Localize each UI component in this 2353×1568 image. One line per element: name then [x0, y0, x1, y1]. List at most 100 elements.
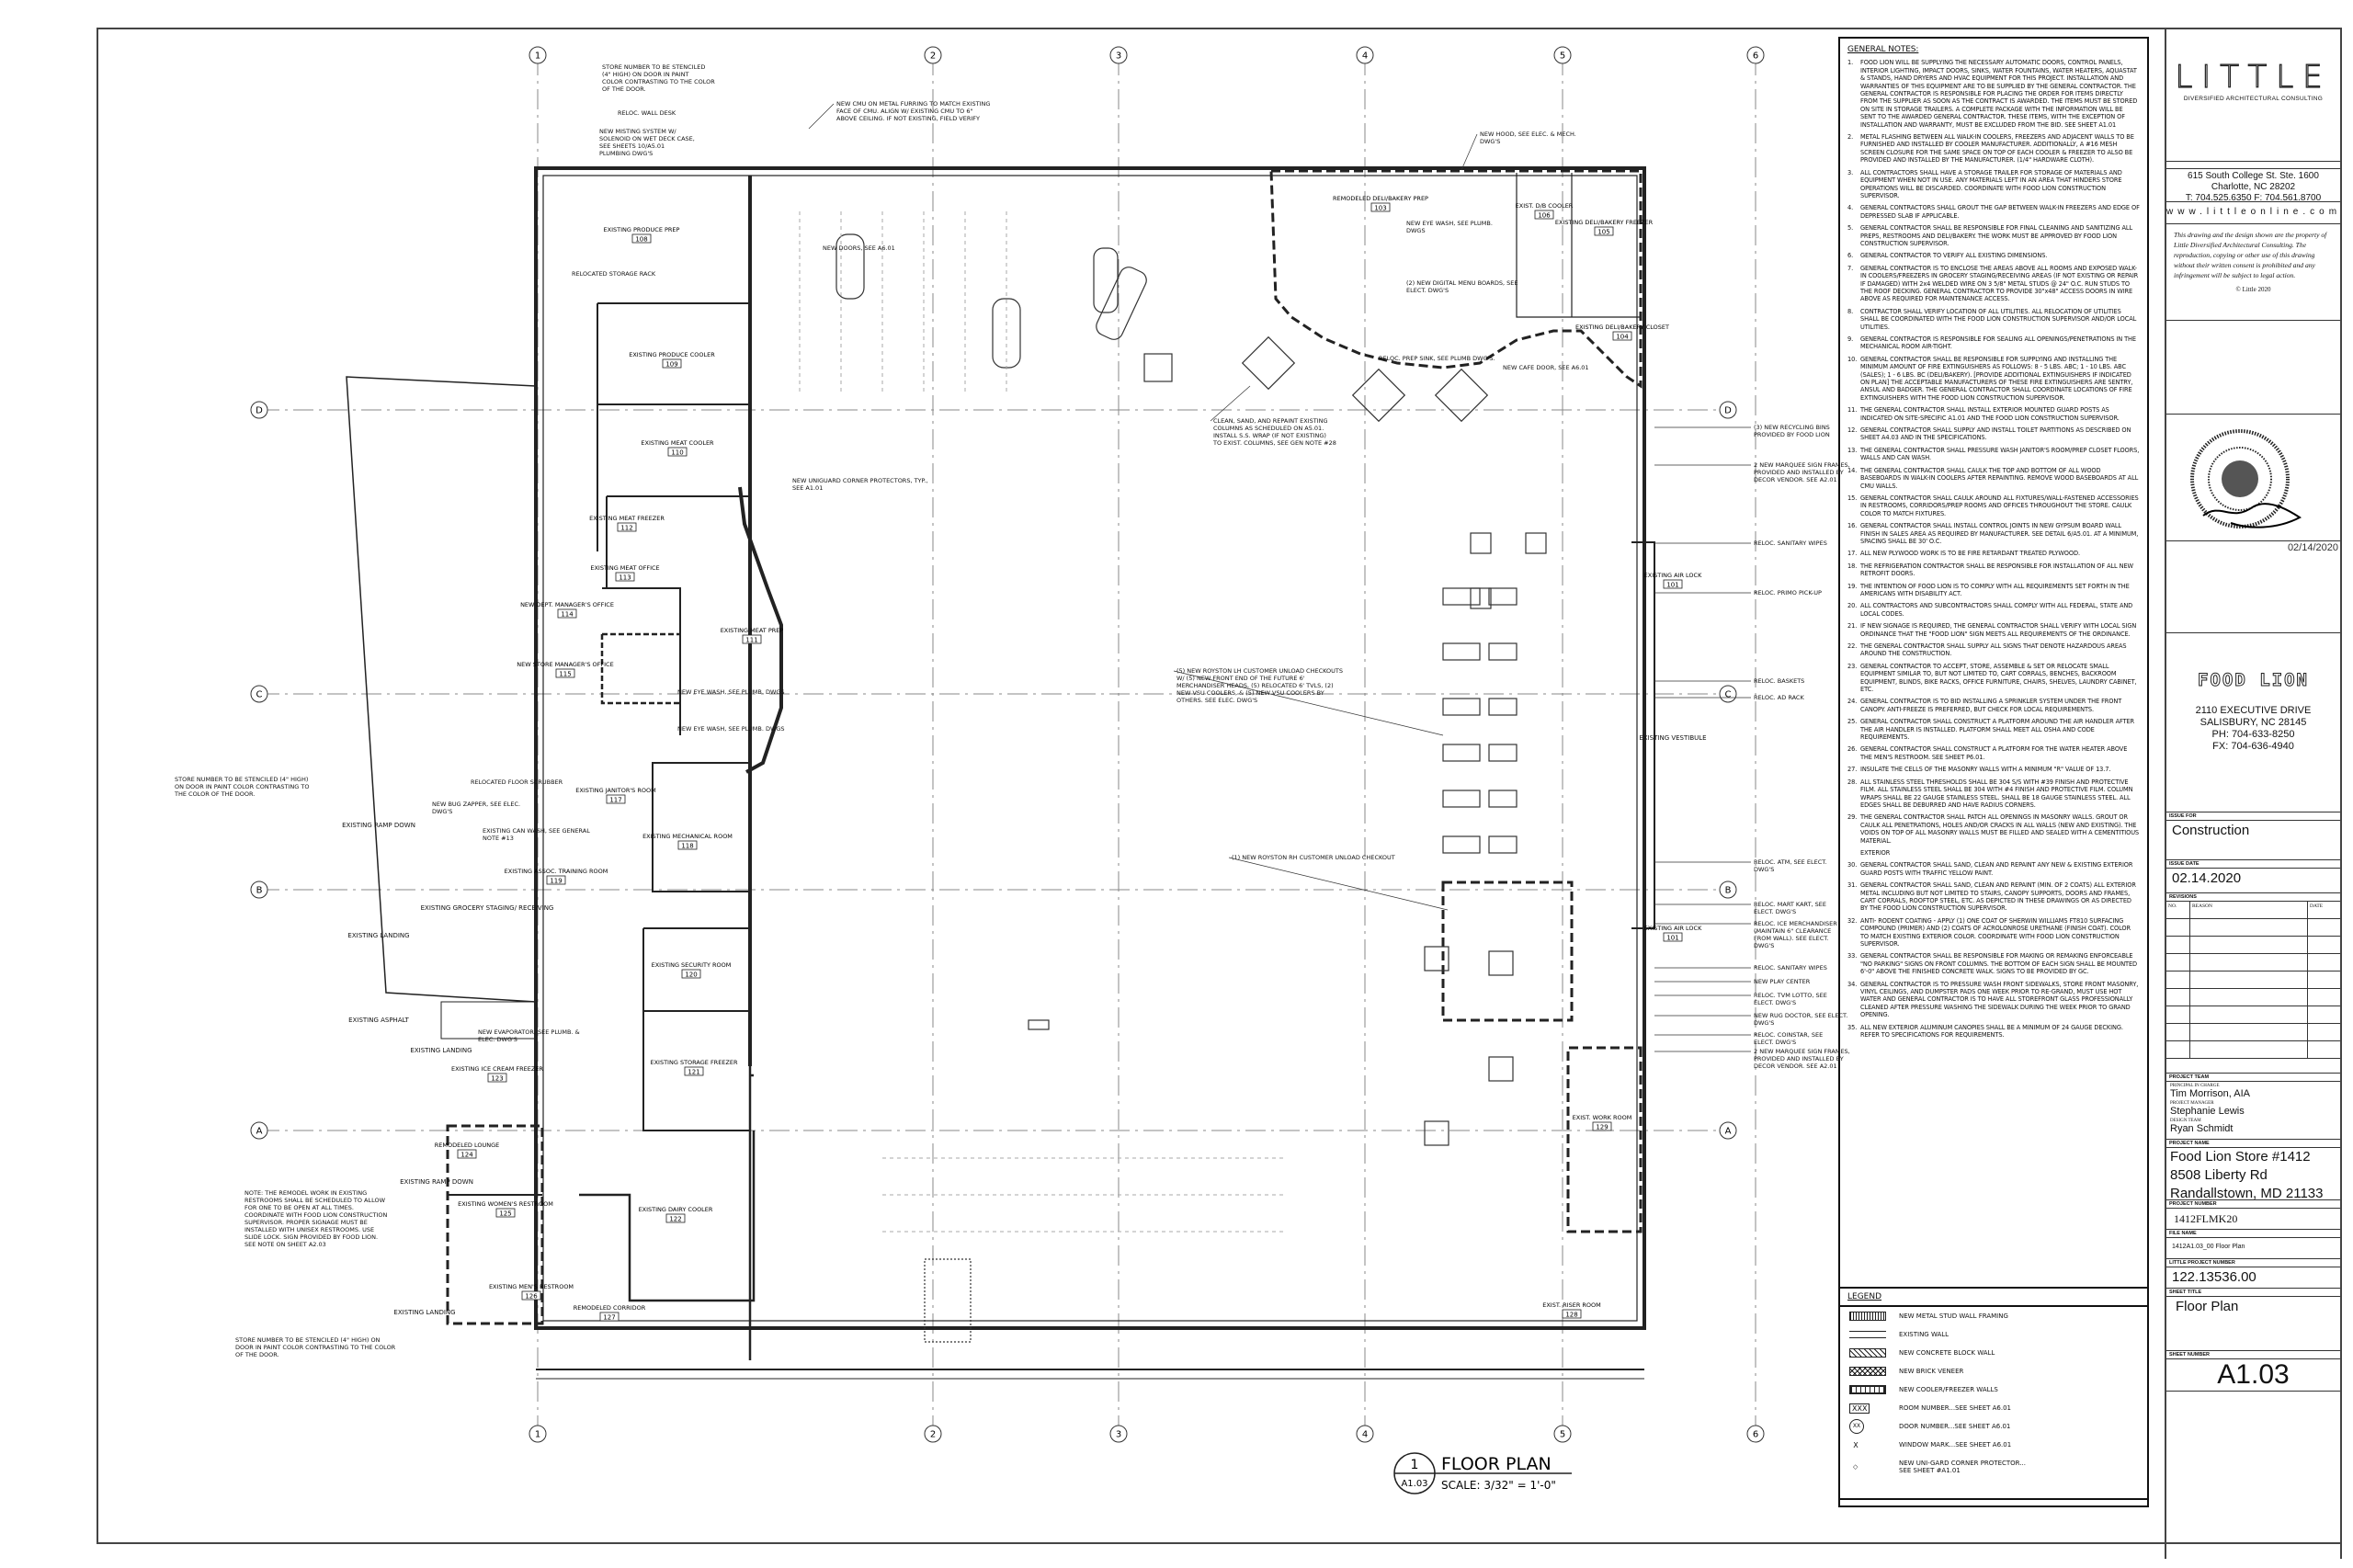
room-name: EXISTING MEAT PREP: [721, 627, 784, 634]
room-name: EXISTING WOMEN'S RESTROOM: [458, 1200, 553, 1208]
note-number: 5.: [1847, 224, 1854, 233]
callout-note: RELOCATED FLOOR SCRUBBER: [471, 778, 563, 786]
svg-text:NEW CMU ON METAL FURRING TO MA: NEW CMU ON METAL FURRING TO MATCH EXISTI…: [836, 100, 990, 122]
room-name: EXIST. WORK ROOM: [1573, 1114, 1632, 1121]
note-text: GENERAL CONTRACTOR SHALL SAND, CLEAN AND…: [1860, 881, 2136, 913]
callout-note: NEW EYE WASH, SEE PLUMB.DWGS: [1406, 220, 1493, 234]
general-note: 22.THE GENERAL CONTRACTOR SHALL SUPPLY A…: [1847, 642, 2140, 658]
principal-name: Tim Morrison, AIA: [2170, 1088, 2250, 1099]
svg-text:NEW EYE WASH, SEE PLUMB. DWGS: NEW EYE WASH, SEE PLUMB. DWGS: [677, 688, 785, 696]
room-name: EXISTING PRODUCE COOLER: [629, 351, 715, 358]
note-text: GENERAL CONTRACTOR SHALL BE RESPONSIBLE …: [1860, 355, 2133, 402]
room-number: 105: [1597, 229, 1609, 236]
svg-text:NEW EVAPORATOR, SEE PLUMB. &EL: NEW EVAPORATOR, SEE PLUMB. &ELEC. DWG'S: [478, 1028, 580, 1043]
room-name: REMODELED CORRIDOR: [574, 1304, 646, 1312]
callout-note: RELOC. BASKETS: [1654, 677, 1804, 685]
general-note: 35.ALL NEW EXTERIOR ALUMINUM CANOPIES SH…: [1847, 1024, 2140, 1040]
client-fax: FX: 704-636-4940: [2212, 741, 2294, 752]
checkout-lane: [1488, 744, 1518, 762]
grid-bubble-label: A: [256, 1127, 263, 1137]
room-number: 111: [745, 637, 757, 644]
note-number: 23.: [1847, 662, 1858, 670]
food-lion-logo: FOOD LION: [2198, 670, 2309, 691]
room-number: 103: [1374, 205, 1386, 212]
callout-note: NEW MISTING SYSTEM W/SOLENOID ON WET DEC…: [599, 128, 695, 157]
note-text: GENERAL CONTRACTOR TO ACCEPT, STORE, ASS…: [1860, 662, 2137, 694]
project-name-label: PROJECT NAME: [2166, 1140, 2340, 1148]
grid-bubble: [250, 685, 268, 703]
project-number: 1412FLMK20: [2174, 1212, 2238, 1225]
checkout-lane: [1442, 790, 1481, 808]
note-text: GENERAL CONTRACTOR SHALL CONSTRUCT A PLA…: [1860, 718, 2135, 742]
area-label: EXISTING VESTIBULE: [1639, 734, 1706, 742]
callout-note: RELOC. AD RACK: [1654, 694, 1804, 701]
grid-bubble-label: D: [1724, 406, 1732, 416]
room-number-tag: [665, 1213, 686, 1223]
copyright: © Little 2020: [2235, 286, 2271, 293]
gondola-shelving: [799, 211, 1287, 1233]
title-block: LITTLE DIVERSIFIED ARCHITECTURAL CONSULT…: [2165, 28, 2342, 1559]
note-number: 19.: [1847, 582, 1858, 590]
room-number-tag: [606, 794, 626, 804]
general-note: 24.GENERAL CONTRACTOR IS TO BID INSTALLI…: [1847, 698, 2140, 713]
note-number: 21.: [1847, 622, 1858, 631]
note-text: GENERAL CONTRACTOR IS TO PRESSURE WASH F…: [1860, 980, 2139, 1019]
note-number: 24.: [1847, 698, 1858, 706]
room-number-tag: [684, 1066, 704, 1076]
general-note: 16.GENERAL CONTRACTOR SHALL INSTALL CONT…: [1847, 522, 2140, 545]
little-project-number-label: LITTLE PROJECT NUMBER: [2166, 1259, 2340, 1267]
grid-bubble-label: B: [256, 886, 263, 896]
disclaimer: This drawing and the design shown are th…: [2174, 231, 2327, 279]
note-text: GENERAL CONTRACTOR SHALL BE RESPONSIBLE …: [1860, 952, 2138, 976]
general-note: 25.GENERAL CONTRACTOR SHALL CONSTRUCT A …: [1847, 718, 2140, 741]
principal-label: PRINCIPAL IN CHARGE: [2170, 1084, 2220, 1088]
room-number-tag: [1612, 331, 1632, 341]
grid-bubble-label: 3: [1116, 1430, 1121, 1440]
note-text: GENERAL CONTRACTOR SHALL BE RESPONSIBLE …: [1860, 224, 2133, 247]
note-number: 17.: [1847, 550, 1858, 558]
grid-lines: [259, 55, 1756, 1434]
callout-note: NEW RUG DOCTOR, SEE ELECT.DWG'S: [1654, 1012, 1847, 1027]
callout-note: NEW EVAPORATOR, SEE PLUMB. &ELEC. DWG'S: [478, 1028, 580, 1043]
grid-bubble: [1719, 685, 1737, 703]
svg-text:NEW RUG DOCTOR, SEE ELECT.DWG': NEW RUG DOCTOR, SEE ELECT.DWG'S: [1754, 1012, 1847, 1027]
note-number: 27.: [1847, 766, 1858, 774]
grid-bubble: [1553, 46, 1572, 64]
svg-text:(1) NEW ROYSTON RH CUSTOMER UN: (1) NEW ROYSTON RH CUSTOMER UNLOAD CHECK…: [1232, 854, 1395, 861]
room-name: EXIST. RISER ROOM: [1542, 1301, 1601, 1309]
svg-text:NEW HOOD, SEE ELEC. & MECH.DWG: NEW HOOD, SEE ELEC. & MECH.DWG'S: [1480, 131, 1576, 145]
general-note: 2.METAL FLASHING BETWEEN ALL WALK-IN COO…: [1847, 133, 2140, 165]
grid-bubble: [1109, 1425, 1128, 1443]
checkout-lane: [1488, 835, 1518, 854]
revision-col-header: NO.: [2166, 902, 2190, 919]
note-text: ANTI- RODENT COATING - APPLY (1) ONE COA…: [1860, 916, 2131, 948]
note-number: 32.: [1847, 916, 1858, 925]
note-text: GENERAL CONTRACTOR IS TO ENCLOSE THE ARE…: [1860, 264, 2139, 303]
note-text: GENERAL CONTRACTOR TO VERIFY ALL EXISTIN…: [1860, 252, 2048, 260]
grid-bubble-label: D: [256, 406, 263, 416]
callout-note: RELOCATED STORAGE RACK: [572, 270, 656, 278]
general-note: 5. GENERAL CONTRACTOR SHALL BE RESPONSIBL…: [1847, 224, 2140, 247]
svg-text:STORE NUMBER TO BE STENCILED(4: STORE NUMBER TO BE STENCILED(4" HIGH) ON…: [602, 63, 715, 93]
room-number-tag: [1534, 210, 1554, 220]
general-note: 14.THE GENERAL CONTRACTOR SHALL CAULK TH…: [1847, 467, 2140, 490]
general-note: 10.GENERAL CONTRACTOR SHALL BE RESPONSIB…: [1847, 356, 2140, 402]
room-name: EXISTING AIR LOCK: [1644, 925, 1702, 932]
general-note: 6.GENERAL CONTRACTOR TO VERIFY ALL EXIST…: [1847, 252, 2140, 259]
sheet-number-label: SHEET NUMBER: [2166, 1351, 2340, 1359]
room-number: 108: [635, 236, 647, 244]
room-name: EXISTING DELI/BAKERY FREEZER: [1555, 219, 1654, 226]
issue-for: Construction: [2172, 823, 2250, 838]
grid-bubble-label: 1: [535, 51, 540, 62]
general-note: 17.ALL NEW PLYWOOD WORK IS TO BE FIRE RE…: [1847, 550, 2140, 557]
room-name: EXISTING ASSOC. TRAINING ROOM: [505, 868, 608, 875]
room-number-tag: [546, 875, 566, 885]
room-number: 115: [559, 671, 571, 678]
svg-text:NEW PLAY CENTER: NEW PLAY CENTER: [1754, 978, 1811, 985]
grid-bubble-label: 4: [1362, 1430, 1368, 1440]
